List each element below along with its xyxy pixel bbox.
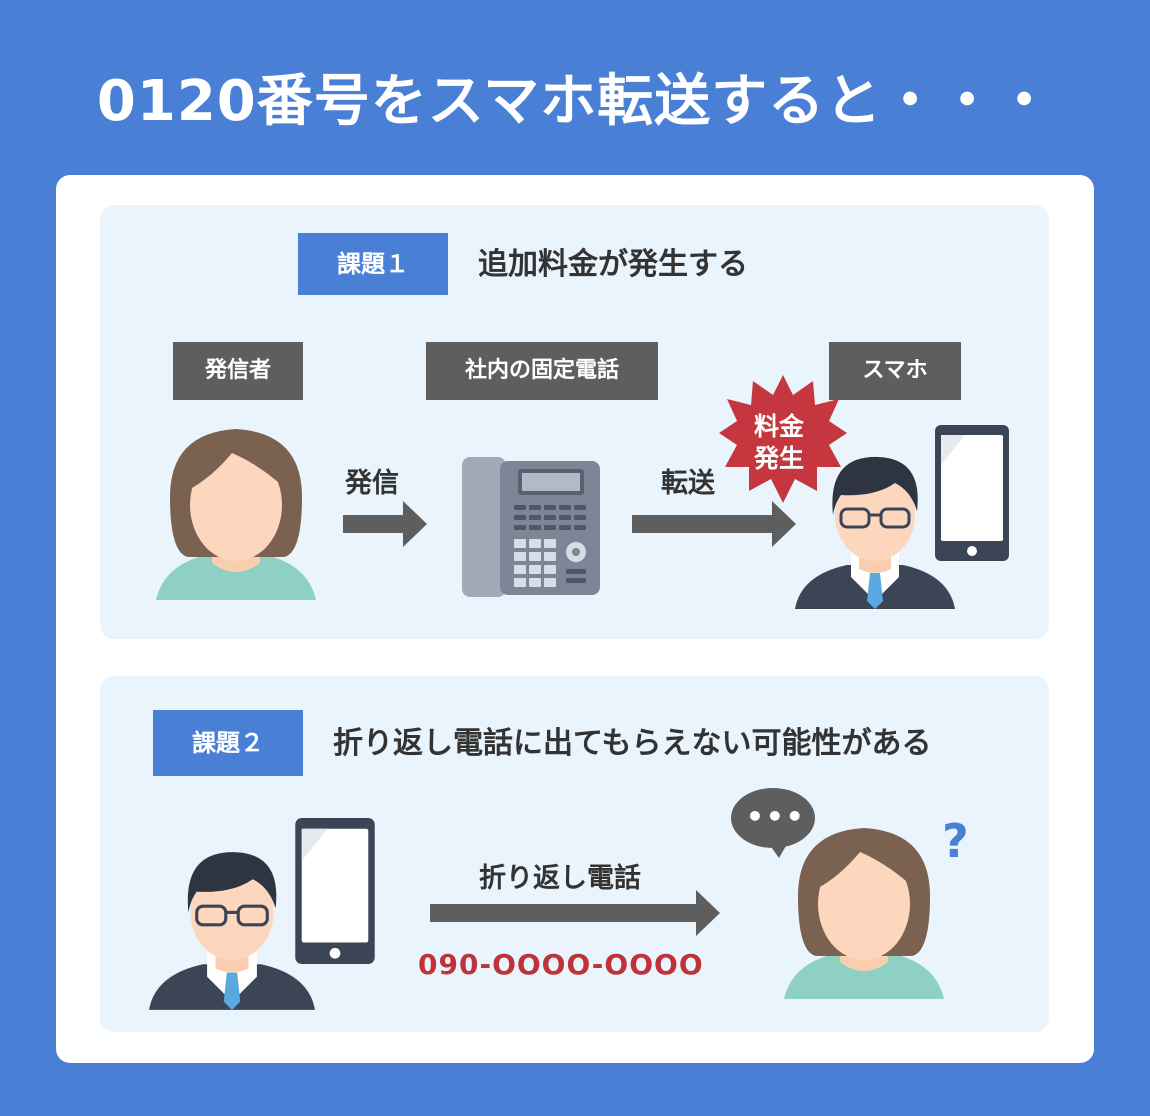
caller-woman-icon — [156, 429, 316, 600]
issue1-tag: 課題１ — [298, 233, 448, 295]
arrow2-label: 転送 — [661, 468, 715, 499]
smartphone-icon — [935, 425, 1009, 561]
arrow1-icon — [343, 501, 427, 547]
fee-badge-line2: 発生 — [754, 444, 805, 473]
speech-bubble-dots: ••• — [746, 800, 806, 833]
callback-arrow-label: 折り返し電話 — [479, 863, 641, 894]
receiver-woman-icon — [784, 828, 944, 999]
issue1-panel: 課題１ 追加料金が発生する 発信者 社内の固定電話 スマホ 発信 — [100, 205, 1049, 639]
businessman-icon — [795, 456, 955, 609]
smartphone-label: スマホ — [829, 342, 961, 400]
office-telephone-icon — [462, 457, 600, 597]
callback-arrow-icon — [430, 890, 720, 936]
arrow1-label: 発信 — [345, 468, 399, 499]
issue2-heading: 折り返し電話に出てもらえない可能性がある — [333, 726, 932, 761]
issue1-heading: 追加料金が発生する — [478, 247, 748, 282]
fee-badge-icon — [719, 375, 847, 503]
issue2-panel: 課題２ 折り返し電話に出てもらえない可能性がある 折り返し電話 — [100, 676, 1049, 1032]
speech-bubble-icon — [731, 788, 815, 858]
arrow2-icon — [632, 501, 796, 547]
content-card: 課題１ 追加料金が発生する 発信者 社内の固定電話 スマホ 発信 — [56, 175, 1094, 1063]
question-mark: ? — [942, 814, 969, 868]
office-phone-label: 社内の固定電話 — [426, 342, 658, 400]
caller-label: 発信者 — [173, 342, 303, 400]
page-title: 0120番号をスマホ転送すると・・・ — [96, 69, 1054, 134]
businessman-icon — [149, 852, 315, 1010]
fee-badge-line1: 料金 — [754, 412, 805, 441]
issue2-tag: 課題２ — [153, 710, 303, 776]
phone-number: 090-OOOO-OOOO — [418, 948, 704, 981]
smartphone-icon — [295, 818, 375, 964]
